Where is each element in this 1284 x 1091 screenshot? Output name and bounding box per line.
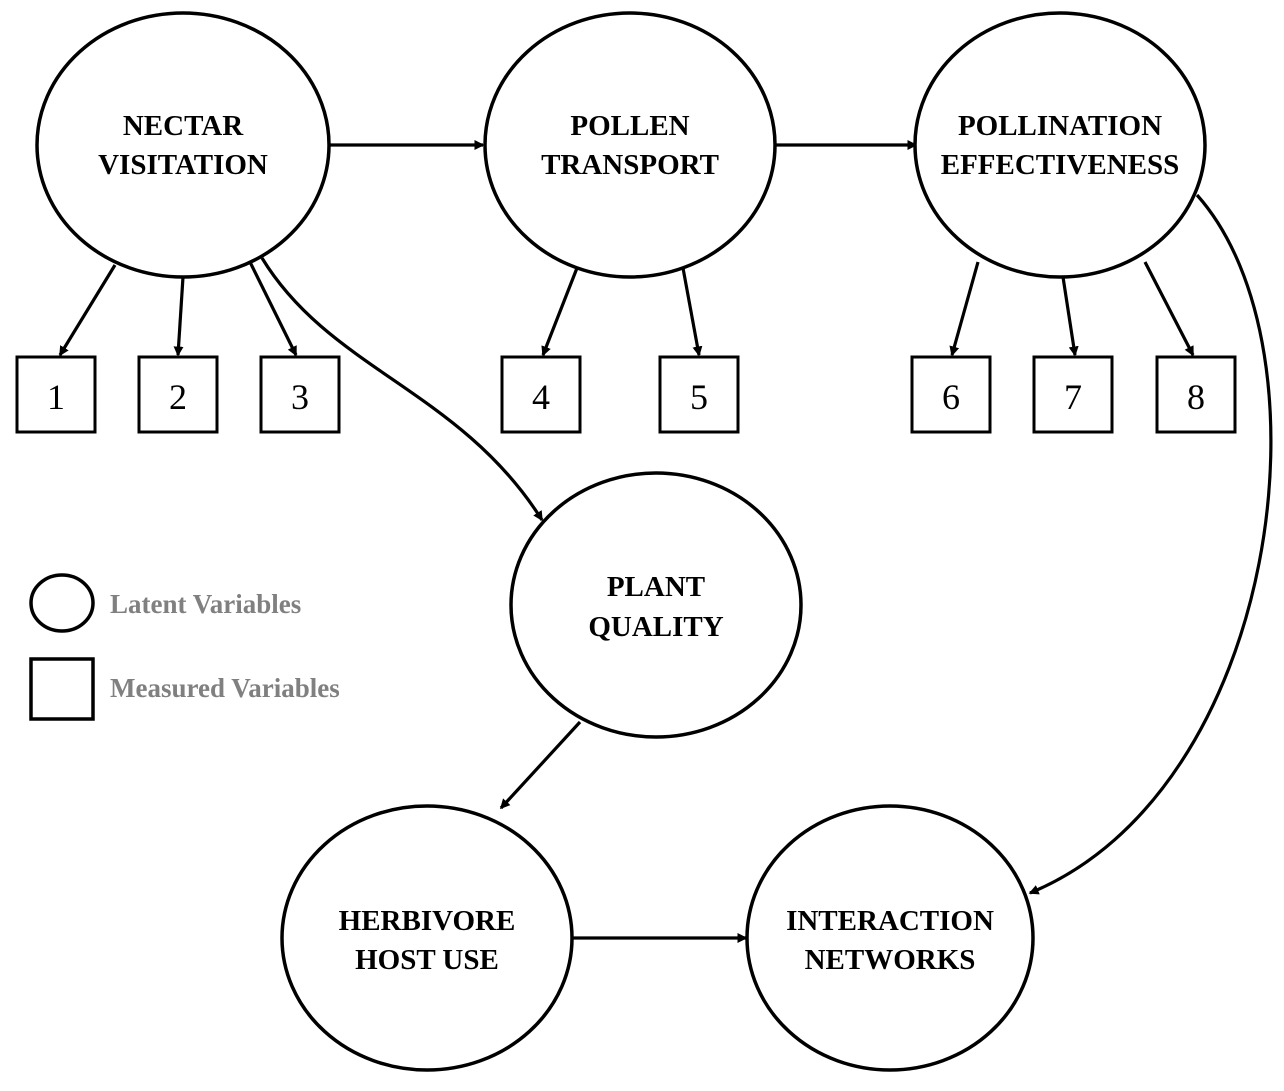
edge-nectar-to-measured-1	[58, 264, 117, 357]
legend-measured-label: Measured Variables	[110, 673, 340, 703]
edge-pollination-to-interaction	[1028, 193, 1273, 895]
measured-label: 4	[532, 377, 550, 417]
measured-box-1: 1	[15, 355, 97, 434]
edge-pollination-to-measured-6	[949, 261, 980, 357]
measured-label: 8	[1187, 377, 1205, 417]
legend-latent-label: Latent Variables	[110, 589, 301, 619]
node-label-line: QUALITY	[588, 611, 723, 643]
edge-nectar-to-plant-quality	[260, 257, 544, 522]
edge-nectar-to-measured-3	[248, 261, 298, 357]
node-label-line: HOST USE	[355, 944, 499, 976]
edge-pollen-to-measured-4	[541, 267, 579, 357]
node-herbivore-host-use: HERBIVORE HOST USE	[280, 804, 574, 1072]
legend-measured-square-icon	[29, 657, 95, 721]
node-label-line: INTERACTION	[786, 905, 994, 937]
node-interaction-networks: INTERACTION NETWORKS	[745, 804, 1035, 1072]
measured-box-5: 5	[658, 355, 740, 434]
node-pollination-effectiveness: POLLINATION EFFECTIVENESS	[913, 11, 1207, 279]
node-label-line: EFFECTIVENESS	[941, 149, 1180, 181]
measured-label: 2	[169, 377, 187, 417]
edge-nectar-to-measured-2	[173, 276, 185, 357]
measured-box-6: 6	[910, 355, 992, 434]
node-plant-quality: PLANT QUALITY	[509, 471, 803, 739]
measured-box-7: 7	[1032, 355, 1114, 434]
node-label-line: POLLEN	[570, 110, 689, 142]
edges	[58, 140, 1273, 943]
node-pollen-transport: POLLEN TRANSPORT	[483, 11, 777, 279]
legend: Latent Variables Measured Variables	[29, 573, 340, 721]
edge-pollination-to-measured-7	[1061, 276, 1079, 357]
measured-box-4: 4	[500, 355, 582, 434]
measured-label: 7	[1064, 377, 1082, 417]
node-nectar-visitation: NECTAR VISITATION	[35, 11, 331, 279]
measured-label: 6	[942, 377, 960, 417]
latent-nodes: NECTAR VISITATION POLLEN TRANSPORT POLLI…	[35, 11, 1207, 1072]
node-label-line: PLANT	[607, 571, 705, 603]
node-label-line: VISITATION	[98, 149, 268, 181]
node-label-line: POLLINATION	[958, 110, 1162, 142]
edge-pollination-to-measured-8	[1143, 261, 1195, 357]
measured-box-8: 8	[1155, 355, 1237, 434]
measured-box-3: 3	[259, 355, 341, 434]
measured-label: 1	[47, 377, 65, 417]
measured-label: 3	[291, 377, 309, 417]
edge-pollen-to-measured-5	[681, 267, 703, 357]
edge-plant-quality-to-herbivore	[499, 720, 582, 810]
legend-latent-circle-icon	[29, 573, 95, 633]
node-label-line: HERBIVORE	[339, 905, 516, 937]
measured-nodes: 1 2 3 4 5 6 7 8	[15, 355, 1237, 434]
measured-label: 5	[690, 377, 708, 417]
node-label-line: TRANSPORT	[541, 149, 719, 181]
node-label-line: NETWORKS	[805, 944, 976, 976]
node-label-line: NECTAR	[123, 110, 244, 142]
measured-box-2: 2	[137, 355, 219, 434]
